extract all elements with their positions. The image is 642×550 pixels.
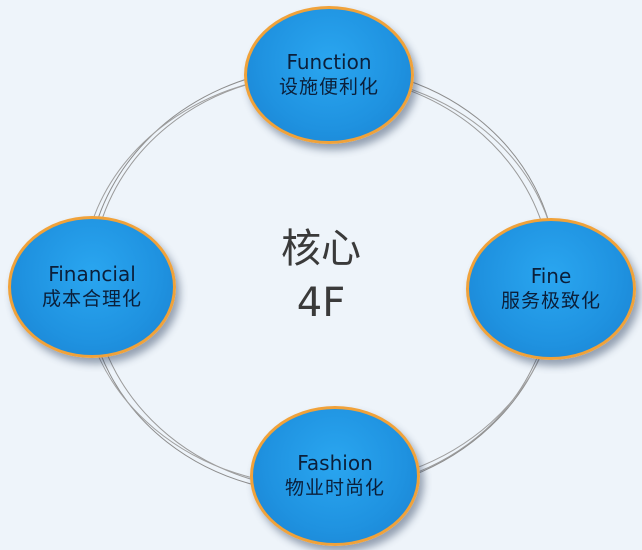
node-fine-en: Fine (530, 264, 572, 288)
node-fashion-cn: 物业时尚化 (284, 477, 385, 499)
node-fashion-en: Fashion (297, 451, 373, 475)
node-function-cn: 设施便利化 (278, 76, 379, 98)
core-title: 核心 (281, 226, 361, 272)
node-function: Function 设施便利化 (244, 6, 414, 144)
node-financial: Financial 成本合理化 (8, 216, 176, 358)
node-fashion: Fashion 物业时尚化 (250, 406, 420, 546)
node-fine-cn: 服务极致化 (500, 290, 601, 312)
core-label: 核心 4F (256, 222, 386, 330)
core-subtitle: 4F (296, 280, 346, 326)
node-function-en: Function (286, 50, 372, 74)
node-financial-cn: 成本合理化 (41, 288, 142, 310)
node-fine: Fine 服务极致化 (466, 218, 636, 360)
node-financial-en: Financial (48, 262, 136, 286)
